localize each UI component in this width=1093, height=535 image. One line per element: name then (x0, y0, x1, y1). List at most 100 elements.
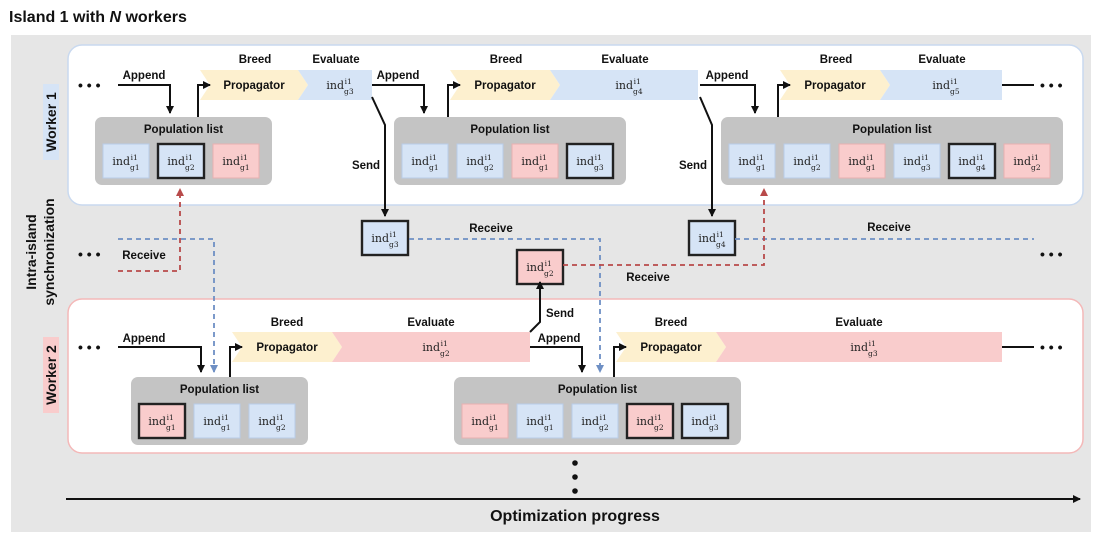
receive-line-red (563, 188, 768, 266)
append-arrow (530, 346, 586, 373)
individual-label: indg2i1 (258, 413, 285, 432)
sync-label: Intra-island synchronization (23, 198, 57, 305)
breed-arrow (229, 343, 243, 379)
breed-arrow (447, 81, 461, 117)
individual-cell-box (838, 143, 886, 179)
worker2-label: Worker 2 (43, 337, 59, 413)
population-individual: indg1i1 (102, 143, 150, 179)
individual-cell-box (515, 248, 565, 286)
individual-label: indg4i1 (698, 230, 725, 249)
population-individual: indg2i1 (1003, 143, 1051, 179)
propagator-label: Propagator (223, 80, 285, 92)
evaluate-w2-1: indg2i1 (332, 332, 530, 362)
population-individual: indg2i1 (456, 143, 504, 179)
individual-label: indg2i1 (167, 153, 194, 172)
population-individual: indg1i1 (193, 403, 241, 439)
evaluate-label: Evaluate (601, 54, 648, 66)
individual-cell-box (461, 403, 509, 439)
breed-arrow (613, 343, 627, 379)
append-arrow (118, 84, 174, 114)
individual-label: indg1i1 (738, 153, 765, 172)
receive-line-blue (409, 238, 604, 373)
receive-label: Receive (626, 272, 669, 284)
individual-label: indg3i1 (691, 413, 718, 432)
evaluate-individual: indg5i1 (932, 77, 959, 96)
propagator-label: Propagator (474, 80, 536, 92)
append-label: Append (123, 70, 166, 82)
population-individual: indg1i1 (516, 403, 564, 439)
receive-label: Receive (469, 223, 512, 235)
population-individual: indg1i1 (838, 143, 886, 179)
individual-label: indg1i1 (411, 153, 438, 172)
population-list-title: Population list (558, 384, 637, 396)
population-list-title: Population list (470, 124, 549, 136)
individual-label: indg1i1 (148, 413, 175, 432)
propagator-shape (780, 70, 890, 100)
receive-line-red (118, 188, 184, 272)
propagator-shape (200, 70, 308, 100)
evaluate-label: Evaluate (312, 54, 359, 66)
individual-label: indg3i1 (903, 153, 930, 172)
population-list-title: Population list (852, 124, 931, 136)
receive-line-blue (118, 238, 218, 373)
individual-cell-box (893, 143, 941, 179)
evaluate-label: Evaluate (407, 317, 454, 329)
individual-label: indg2i1 (793, 153, 820, 172)
send-label: Send (352, 160, 380, 172)
evaluate-label: Evaluate (835, 317, 882, 329)
propagator-w2-2: Propagator (616, 332, 726, 362)
append-label: Append (706, 70, 749, 82)
ellipsis-w1-right: • • • (1040, 77, 1063, 93)
individual-label: indg1i1 (222, 153, 249, 172)
breed-label: Breed (655, 317, 688, 329)
breed-label: Breed (490, 54, 523, 66)
population-individual: indg1i1 (511, 143, 559, 179)
individual-label: indg1i1 (848, 153, 875, 172)
individual-label: indg2i1 (466, 153, 493, 172)
individual-cell-box (156, 142, 206, 180)
population-individual: indg3i1 (893, 143, 941, 179)
breed-label: Breed (820, 54, 853, 66)
send-arrow (699, 96, 716, 217)
population-individual: indg2i1 (783, 143, 831, 179)
propagator-shape (616, 332, 726, 362)
append-label: Append (377, 70, 420, 82)
propagator-shape (450, 70, 560, 100)
ellipsis-sync-left: • • • (78, 246, 101, 262)
population-list-title: Population list (144, 124, 223, 136)
evaluate-shape (716, 332, 1002, 362)
receive-label: Receive (867, 222, 910, 234)
evaluate-shape (550, 70, 698, 100)
figure-title: Island 1 with N workers (9, 9, 187, 26)
evaluate-individual: indg3i1 (326, 77, 353, 96)
individual-cell-box (516, 403, 564, 439)
population-list-title: Population list (180, 384, 259, 396)
breed-label: Breed (271, 317, 304, 329)
breed-label: Breed (239, 54, 272, 66)
individual-cell-box (728, 143, 776, 179)
evaluate-w1-1: indg3i1 (298, 70, 372, 100)
individual-cell-box (1003, 143, 1051, 179)
population-individual: indg1i1 (212, 143, 260, 179)
sync-individual-g3: indg3i1 (360, 219, 410, 257)
individual-cell-box (947, 142, 997, 180)
individual-cell-box (102, 143, 150, 179)
ellipsis-w2-left: • • • (78, 339, 101, 355)
send-arrow (371, 96, 389, 217)
sync-individual-g4: indg4i1 (687, 219, 737, 257)
vertical-ellipsis (572, 460, 578, 494)
individual-label: indg2i1 (636, 413, 663, 432)
individual-cell-box (360, 219, 410, 257)
propagator-label: Propagator (640, 342, 702, 354)
svg-text:synchronization: synchronization (41, 198, 57, 305)
individual-cell-box (248, 403, 296, 439)
send-label: Send (679, 160, 707, 172)
population-individual: indg3i1 (565, 142, 615, 180)
individual-label: indg2i1 (526, 259, 553, 278)
propagator-label: Propagator (804, 80, 866, 92)
population-individual: indg2i1 (248, 403, 296, 439)
individual-cell-box (137, 402, 187, 440)
evaluate-label: Evaluate (918, 54, 965, 66)
